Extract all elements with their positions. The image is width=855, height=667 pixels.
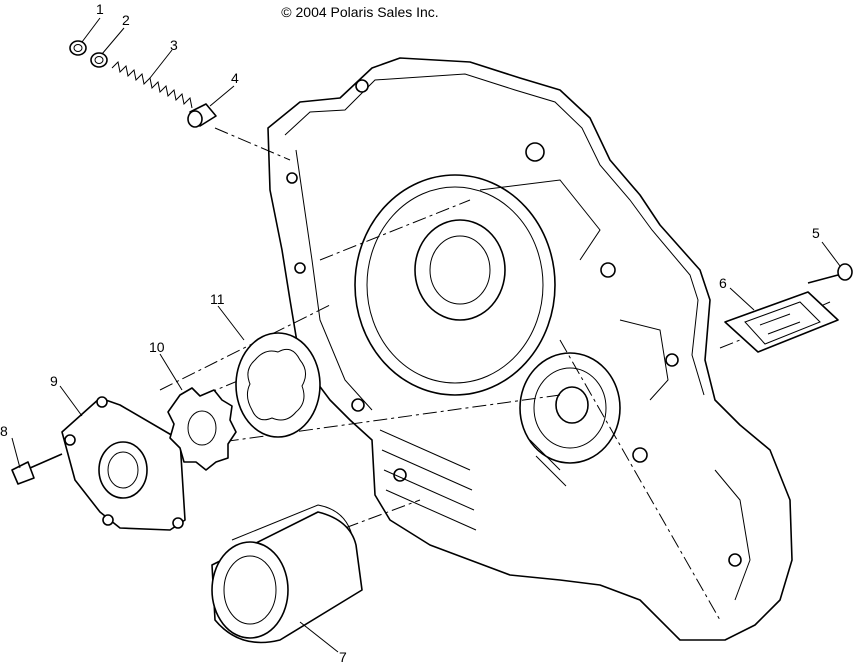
inner-rotor [167, 387, 237, 471]
callout-numbers: 1 2 3 4 5 6 7 8 9 10 11 [0, 1, 820, 665]
pump-cover [61, 396, 186, 531]
callout-3: 3 [170, 37, 178, 53]
alignment-lines [159, 127, 831, 621]
spring [111, 60, 193, 109]
screw-5 [807, 263, 853, 284]
callout-1: 1 [96, 1, 104, 17]
cap-nut [69, 40, 87, 56]
leader-lines [11, 17, 841, 653]
callout-10: 10 [149, 339, 165, 355]
callout-4: 4 [231, 70, 239, 86]
copyright-notice: © 2004 Polaris Sales Inc. [281, 4, 439, 20]
callout-2: 2 [122, 12, 130, 28]
relief-valve-plunger [187, 103, 217, 128]
crankcase [267, 57, 793, 641]
washer [90, 52, 108, 68]
callout-5: 5 [812, 225, 820, 241]
callout-6: 6 [719, 275, 727, 291]
oil-filter [211, 504, 363, 644]
callout-7: 7 [339, 649, 347, 662]
callout-8: 8 [0, 423, 8, 439]
callout-9: 9 [50, 373, 58, 389]
screw-8 [11, 453, 63, 485]
callout-11: 11 [210, 291, 225, 307]
reed-plate [724, 291, 839, 353]
outer-rotor [235, 332, 321, 438]
